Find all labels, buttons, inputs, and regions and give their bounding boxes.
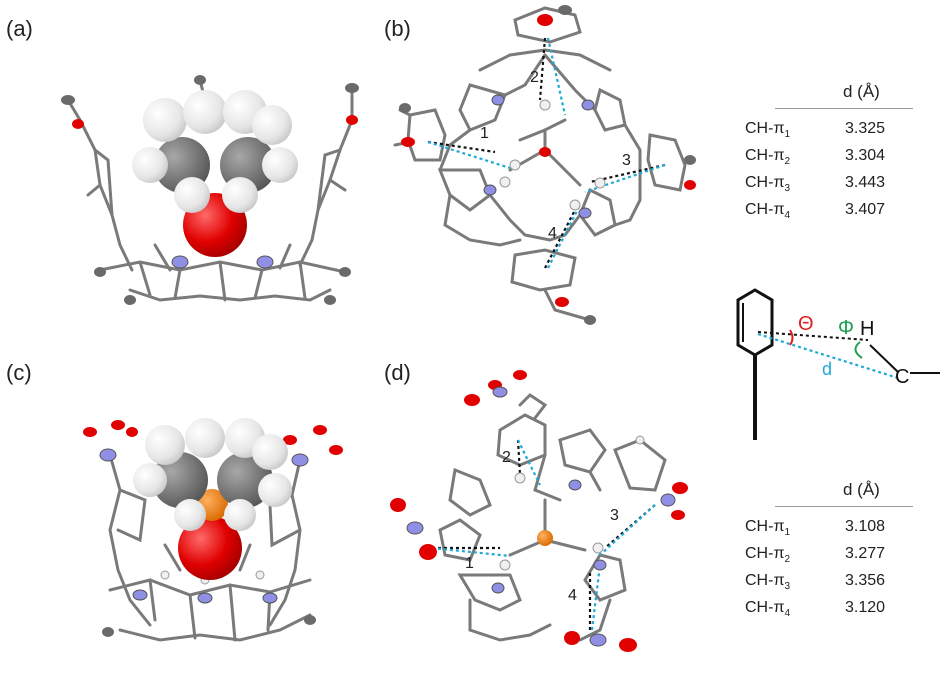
contact-label-2-b: 2 bbox=[530, 69, 539, 86]
table-row: CH-π2 3.277 bbox=[745, 545, 886, 566]
ch-pi-geometry-scheme: Θ Φ H C d bbox=[736, 288, 940, 440]
contact-label-4-d: 4 bbox=[568, 587, 577, 604]
table-header: d (Å) bbox=[843, 82, 880, 101]
table-row: CH-π2 3.304 bbox=[745, 147, 886, 168]
spacefill-guest-c bbox=[133, 418, 292, 580]
table-row: CH-π1 3.108 bbox=[745, 518, 886, 539]
ch-pi-contacts-b bbox=[427, 37, 666, 269]
contact-label-3-b: 3 bbox=[622, 152, 631, 169]
panel-label-c: (c) bbox=[6, 360, 32, 385]
structure-c bbox=[108, 453, 312, 642]
panel-label-b: (b) bbox=[384, 16, 411, 41]
contact-label-4-b: 4 bbox=[548, 225, 557, 242]
ch-pi-contacts-d bbox=[431, 439, 656, 631]
table-rule bbox=[775, 108, 913, 109]
theta-label: Θ bbox=[798, 313, 814, 335]
structure-d-atoms bbox=[390, 370, 688, 652]
table-rule bbox=[775, 506, 913, 507]
carbon-label: C bbox=[895, 366, 909, 388]
structure-d bbox=[438, 393, 667, 642]
contact-label-1-d: 1 bbox=[465, 555, 474, 572]
table-row: CH-π4 3.120 bbox=[745, 599, 886, 620]
contact-numbers-b: 1 2 3 4 bbox=[480, 69, 631, 242]
structure-a bbox=[66, 78, 354, 302]
panel-label-a: (a) bbox=[6, 16, 33, 41]
distance-table-bottom: d (Å) CH-π1 3.108 CH-π2 3.277 CH-π3 3.35… bbox=[745, 480, 935, 620]
phi-label: Φ bbox=[838, 317, 854, 339]
spacefill-guest-a bbox=[132, 90, 298, 257]
table-row: CH-π1 3.325 bbox=[745, 120, 886, 141]
contact-label-3-d: 3 bbox=[610, 507, 619, 524]
contact-label-2-d: 2 bbox=[502, 449, 511, 466]
structure-a-atoms bbox=[61, 75, 359, 305]
table-row: CH-π3 3.356 bbox=[745, 572, 886, 593]
table-row: CH-π4 3.407 bbox=[745, 201, 886, 222]
table-header: d (Å) bbox=[843, 480, 880, 499]
panel-label-d: (d) bbox=[384, 360, 411, 385]
contact-numbers-d: 1 2 3 4 bbox=[465, 449, 619, 604]
table-row: CH-π3 3.443 bbox=[745, 174, 886, 195]
distance-table-top: d (Å) CH-π1 3.325 CH-π2 3.304 CH-π3 3.44… bbox=[745, 82, 935, 222]
contact-label-1-b: 1 bbox=[480, 125, 489, 142]
hydrogen-label: H bbox=[860, 318, 874, 340]
structure-b bbox=[393, 6, 687, 322]
structure-c-atoms bbox=[83, 420, 343, 637]
structure-b-atoms bbox=[399, 5, 696, 325]
distance-label: d bbox=[822, 359, 832, 379]
